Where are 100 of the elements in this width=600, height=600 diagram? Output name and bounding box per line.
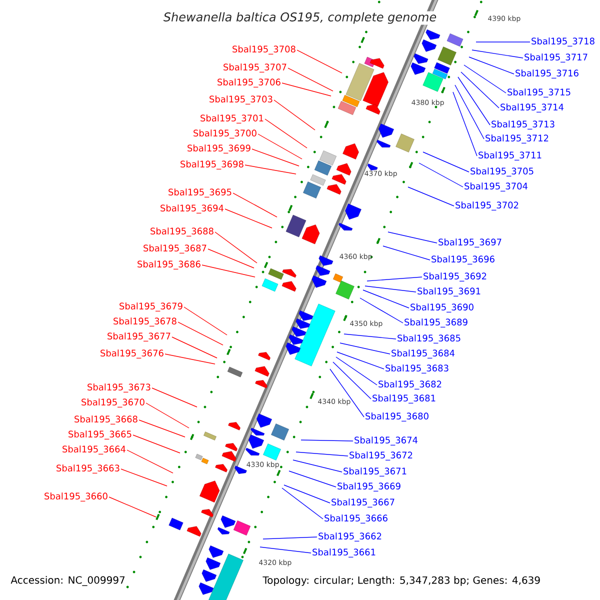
leader-line [282, 82, 332, 96]
leader-line [388, 232, 438, 244]
leader-line [472, 50, 524, 58]
leader-line [138, 420, 186, 438]
gene-label: Sbal195_3712 [486, 134, 548, 144]
leader-line [146, 402, 190, 428]
leader-line [332, 362, 372, 400]
leader-line [336, 356, 378, 386]
leader-line [300, 440, 354, 442]
gene-label: Sbal195_3704 [464, 182, 528, 192]
leader-line [282, 488, 324, 520]
gene-label: Sbal195_3679 [120, 302, 182, 312]
leader-line [164, 354, 216, 364]
leader-line [224, 208, 272, 228]
leader-line [274, 100, 316, 130]
gene-label: Sbal195_3707 [224, 64, 286, 72]
gene-label: Sbal195_3708 [232, 46, 296, 54]
leader-line [452, 92, 478, 156]
leader-line [422, 152, 470, 172]
gene-label: Sbal195_3671 [344, 468, 406, 476]
gene-label: Sbal195_3711 [478, 152, 542, 160]
gene-label: Sbal195_3677 [108, 332, 170, 342]
leader-line [382, 246, 430, 260]
leader-line [330, 368, 364, 418]
gene-label: Sbal195_3682 [378, 380, 442, 390]
gene-label: Sbal195_3666 [324, 514, 388, 524]
gene-label: Sbal195_3714 [500, 104, 564, 112]
footer-text: Accession: NC_009997 [10, 576, 125, 586]
leader-line [178, 322, 224, 346]
gene-label: Sbal195_3689 [404, 318, 468, 328]
leader-line [244, 164, 296, 174]
gene-label: Sbal195_3717 [524, 54, 588, 62]
gene-label: Sbal195_3660 [44, 492, 108, 502]
leader-line [454, 84, 484, 140]
leader-line [408, 186, 454, 206]
gene-label: Sbal195_3688 [150, 228, 214, 236]
gene-label: Sbal195_3716 [516, 70, 578, 78]
gene-label: Sbal195_3715 [508, 88, 570, 98]
leader-line [202, 264, 256, 278]
leader-line [126, 450, 174, 474]
leader-line [460, 72, 500, 108]
gene-label: Sbal195_3683 [386, 364, 448, 374]
leader-line [232, 192, 278, 218]
leader-line [120, 468, 168, 486]
gene-label: Sbal195_3706 [218, 78, 280, 88]
leader-line [152, 388, 198, 408]
gene-label: Sbal195_3694 [160, 204, 224, 214]
title: Shewanella baltica OS195, complete genome [162, 11, 438, 25]
gene-label: Sbal195_3674 [354, 436, 418, 446]
leader-line [172, 336, 218, 358]
gene-label: Sbal195_3686 [138, 260, 200, 270]
gene-label: Sbal195_3702 [456, 202, 518, 210]
leader-line [264, 118, 308, 148]
leader-line [258, 134, 302, 160]
leader-line [132, 434, 180, 454]
leader-line [458, 76, 490, 126]
gene-label: Sbal195_3684 [392, 350, 455, 358]
gene-label: Sbal195_3690 [410, 304, 474, 312]
leader-line [252, 148, 300, 166]
leader-line [340, 342, 390, 354]
gene-label: Sbal195_3691 [418, 288, 480, 296]
leader-line [344, 334, 396, 340]
footer-text: Topology: circular; Length: 5,347,283 bp; Genes: 4,639 [262, 576, 540, 586]
leader-line [336, 352, 384, 370]
leader-line [418, 162, 464, 188]
leader-line [360, 298, 404, 324]
gene-label: Sbal195_3664 [62, 446, 126, 454]
gene-label: Sbal195_3680 [366, 412, 428, 422]
leader-line [296, 50, 342, 74]
gene-label: Sbal195_3663 [56, 464, 120, 474]
gene-label: Sbal195_3661 [312, 548, 376, 558]
gene-label: Sbal195_3670 [82, 398, 144, 408]
gene-label: Sbal195_3718 [532, 38, 594, 46]
leader-line [214, 232, 258, 264]
gene-label: Sbal195_3681 [372, 394, 436, 404]
leader-line [108, 496, 156, 518]
gene-label: Sbal195_3672 [350, 452, 412, 460]
gene-label: Sbal195_3703 [210, 96, 272, 104]
leader-line [208, 248, 254, 268]
gene-label: Sbal195_3662 [318, 532, 382, 542]
gene-label: Sbal195_3701 [200, 114, 264, 124]
gene-label: Sbal195_3676 [100, 350, 164, 358]
leader-line [288, 68, 334, 92]
gene-label: Sbal195_3692 [424, 272, 486, 282]
leader-line [296, 452, 348, 456]
gene-label: Sbal195_3695 [168, 188, 232, 198]
leader-line [464, 64, 506, 94]
leader-line [468, 56, 514, 74]
gene-label: Sbal195_3678 [114, 318, 176, 326]
gene-label: Sbal195_3667 [332, 498, 394, 508]
gene-label: Sbal195_3673 [88, 384, 150, 392]
gene-label: Sbal195_3665 [68, 430, 132, 440]
leader-line [366, 276, 422, 282]
leader-line [184, 306, 228, 336]
leader-line [260, 546, 312, 554]
leader-line [284, 484, 330, 504]
leader-line [292, 460, 342, 472]
gene-label: Sbal195_3668 [74, 416, 138, 424]
leader-line [288, 470, 336, 488]
gene-label: Sbal195_3687 [144, 244, 206, 254]
